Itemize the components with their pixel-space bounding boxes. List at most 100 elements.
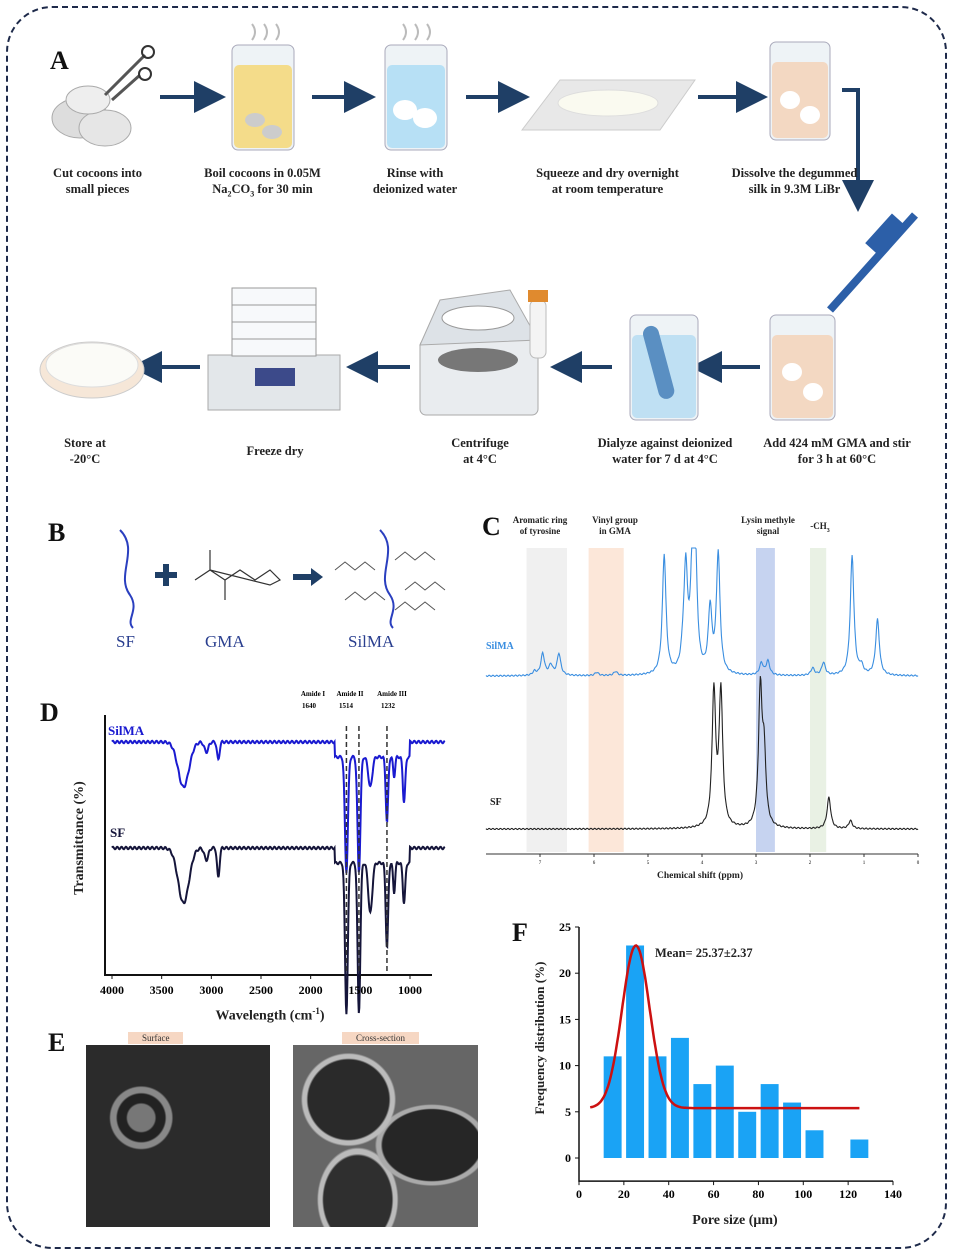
ftir-series-sf: SF <box>110 825 126 840</box>
hist-y-tick-label: 25 <box>559 920 571 934</box>
nmr-x-tick-label: 0 <box>917 861 920 866</box>
dialysis-beaker-icon <box>629 314 699 421</box>
hist-bar <box>648 1056 667 1158</box>
hist-y-axis-label: Frequency distribution (%) <box>532 961 547 1115</box>
step-label-boil: Boil cocoons in 0.05M Na2CO3 for 30 min <box>204 166 321 199</box>
reactant-sf-label: SF <box>116 632 135 651</box>
ftir-x-tick-label: 3500 <box>150 983 174 997</box>
nmr-x-axis-label: Chemical shift (ppm) <box>656 871 744 881</box>
workflow-graphics <box>39 23 918 421</box>
nmr-x-tick-label: 5 <box>647 861 650 866</box>
hist-bar <box>670 1037 689 1158</box>
ftir-annotation-value: 1232 <box>381 702 396 710</box>
panel-label-c: C <box>482 512 501 541</box>
plus-icon <box>155 564 177 586</box>
hist-x-axis-label: Pore size (μm) <box>692 1213 778 1228</box>
step-label-store: Store at-20°C <box>64 436 106 466</box>
hist-y-tick-label: 20 <box>559 966 571 980</box>
hist-bar <box>850 1139 869 1158</box>
centrifuge-icon <box>419 289 548 416</box>
sem-surface-label: Surface <box>128 1032 184 1044</box>
boiling-beaker-icon <box>231 23 295 151</box>
ftir-annotation-name: Amide II <box>336 690 363 698</box>
nmr-x-tick-label: 3 <box>755 861 758 866</box>
hist-bar <box>805 1130 824 1158</box>
arrow-icon <box>293 568 323 586</box>
hist-bar <box>760 1084 779 1158</box>
hist-x-tick-label: 20 <box>618 1187 630 1201</box>
hist-x-tick-label: 100 <box>794 1187 812 1201</box>
nmr-x-tick-label: 4 <box>701 861 704 866</box>
nmr-series-sf <box>485 676 919 831</box>
ftir-x-tick-label: 2500 <box>249 983 273 997</box>
nmr-series-silma <box>485 547 919 677</box>
hist-y-tick-label: 0 <box>565 1151 571 1165</box>
nmr-x-tick-label: 6 <box>593 861 596 866</box>
mean-annotation: Mean= 25.37±2.37 <box>655 946 753 960</box>
hist-bar <box>715 1065 734 1158</box>
freeze-dryer-icon <box>207 287 341 411</box>
hist-x-tick-label: 0 <box>576 1187 582 1201</box>
hist-x-tick-label: 60 <box>708 1187 720 1201</box>
sem-cross-section-label: Cross-section <box>342 1032 419 1044</box>
hist-x-tick-label: 140 <box>884 1187 902 1201</box>
hist-bar <box>693 1084 712 1158</box>
nmr-band <box>526 548 567 852</box>
ftir-series-sf <box>111 844 446 1015</box>
rinse-beaker-icon <box>384 23 448 151</box>
sem-surface-image <box>86 1045 270 1227</box>
nmr-band <box>756 548 775 852</box>
hist-bar <box>738 1111 757 1158</box>
ftir-x-tick-label: 1500 <box>348 983 372 997</box>
ftir-x-tick-label: 1000 <box>398 983 422 997</box>
silma-structure-icon <box>334 529 446 629</box>
ftir-axes <box>104 715 432 976</box>
ftir-annotation-name: Amide III <box>377 690 407 698</box>
gma-structure-icon <box>194 550 282 600</box>
ftir-annotation-value: 1640 <box>302 702 317 710</box>
ftir-x-tick-label: 2000 <box>299 983 323 997</box>
sf-chain-icon <box>119 529 135 629</box>
ftir-series-silma: SilMA <box>108 723 145 738</box>
gaussian-fit-curve <box>589 944 860 1110</box>
band-label-ch3: -CH3 <box>810 521 830 534</box>
dissolve-beaker-icon <box>769 41 831 141</box>
hist-y-tick-label: 5 <box>565 1105 571 1119</box>
panel-label-f: F <box>512 918 528 947</box>
panel-label-d: D <box>40 698 59 727</box>
step-label-freeze-dry: Freeze dry <box>246 444 304 458</box>
panel-label-b: B <box>48 518 66 547</box>
product-silma-label: SilMA <box>348 632 395 651</box>
series-label-sf: SF <box>490 797 502 808</box>
sem-cross-section-image <box>293 1045 478 1227</box>
hist-bar <box>626 945 645 1158</box>
figure-frame <box>6 6 947 1249</box>
hist-x-tick-label: 80 <box>752 1187 764 1201</box>
drying-silk-icon <box>520 79 696 131</box>
series-label-silma: SilMA <box>486 641 514 652</box>
arrow-icon <box>130 81 874 383</box>
reactant-gma-label: GMA <box>205 632 245 651</box>
reaction-scheme <box>119 529 446 629</box>
nmr-x-tick-label: 1 <box>863 861 866 866</box>
pipette-beaker-icon <box>769 212 918 421</box>
petri-dish-icon <box>39 341 145 399</box>
ftir-x-tick-label: 4000 <box>100 983 124 997</box>
ftir-annotation-value: 1514 <box>339 702 354 710</box>
scissors-cocoons-icon <box>51 45 155 147</box>
ftir-chart: Amide I 1640 Amide II 1514 Amide III 1232 4000… <box>100 690 446 1015</box>
hist-y-tick-label: 15 <box>559 1012 571 1026</box>
ftir-annotation-name: Amide I <box>301 690 326 698</box>
nmr-x-tick-label: 7 <box>539 861 542 866</box>
